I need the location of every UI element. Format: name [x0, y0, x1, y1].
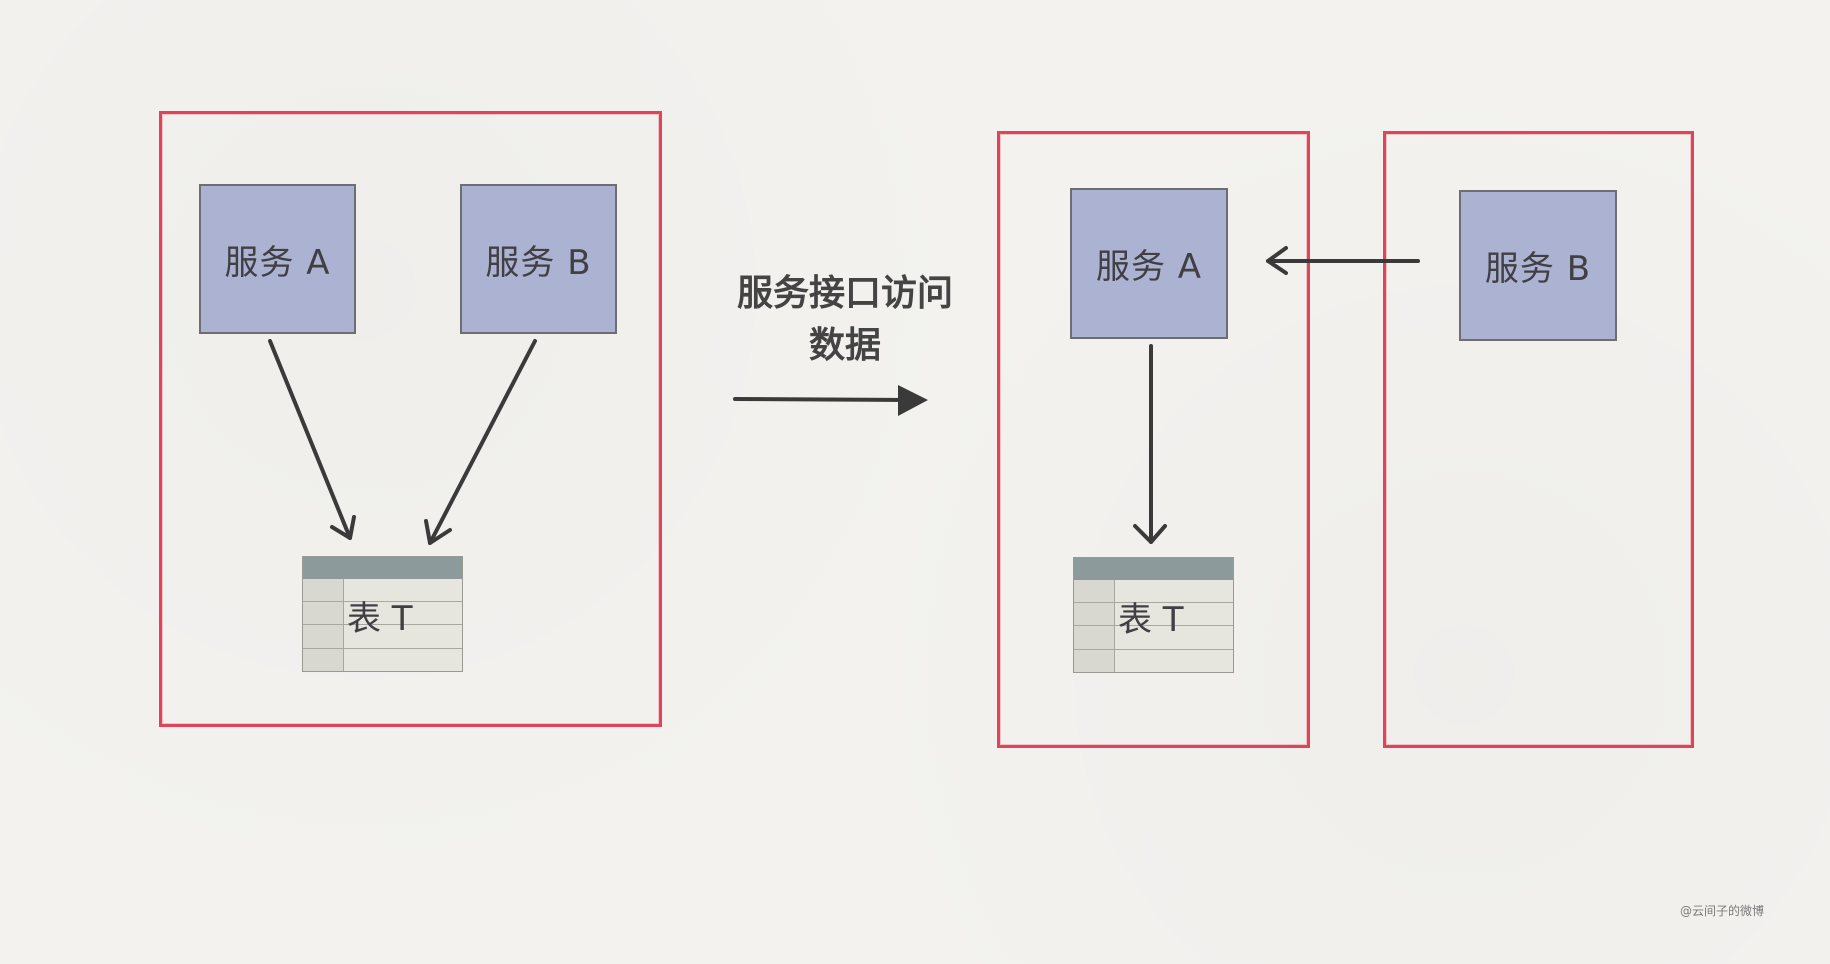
right-boundary-frame-b [1383, 131, 1694, 748]
right-boundary-frame-a [997, 131, 1310, 748]
transition-arrow-line [733, 397, 907, 402]
left-arrow-b-to-table-head [424, 519, 452, 545]
caption-line-2: 数据 [808, 325, 881, 366]
left-service-b-box: 服务 B [460, 184, 617, 334]
table-row-line [303, 624, 462, 625]
left-service-a-label: 服务 A [224, 242, 331, 283]
left-service-a-box: 服务 A [199, 184, 356, 334]
left-arrow-a-to-table-head [330, 515, 356, 540]
right-service-b-label: 服务 B [1484, 249, 1592, 289]
left-service-b-label: 服务 B [485, 242, 592, 283]
left-table-label: 表 T [347, 599, 413, 639]
right-service-b-box: 服务 B [1459, 190, 1617, 341]
table-header-bar [1074, 558, 1233, 580]
table-row-line [303, 648, 462, 649]
table-row-line [303, 601, 462, 602]
table-row-line [1074, 602, 1233, 603]
right-table-label: 表 T [1118, 600, 1184, 640]
right-service-a-box: 服务 A [1070, 188, 1228, 339]
watermark-text: @云间子的微博 [1680, 904, 1765, 918]
service-b-to-a-arrow-head [1266, 246, 1288, 275]
transition-arrow-head [898, 385, 928, 416]
right-arrow-a-to-table-head [1133, 524, 1167, 544]
right-service-a-label: 服务 A [1095, 247, 1203, 287]
table-row-line [1074, 625, 1233, 626]
left-table-t: 表 T [302, 556, 463, 672]
table-row-line [1074, 649, 1233, 650]
left-boundary-frame [159, 111, 662, 727]
left-arrow-a-to-table-line [268, 339, 352, 540]
caption-line-1: 服务接口访问 [736, 273, 953, 314]
table-index-column [303, 579, 344, 671]
right-table-t: 表 T [1073, 557, 1234, 673]
table-header-bar [303, 557, 462, 579]
left-arrow-b-to-table-line [428, 339, 537, 545]
transition-caption: 服务接口访问 数据 [720, 268, 970, 372]
table-index-column [1074, 580, 1115, 672]
